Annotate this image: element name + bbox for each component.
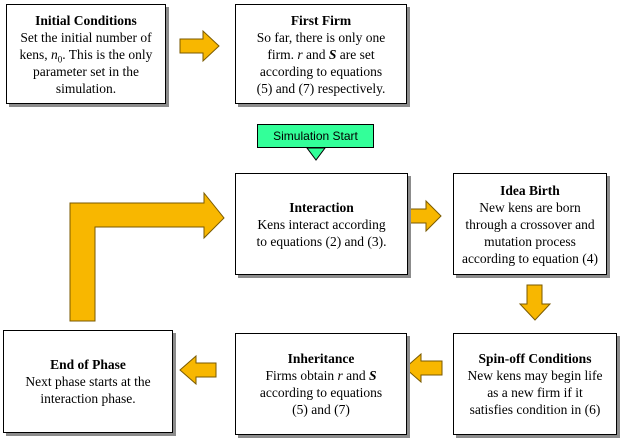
box-text: Kens interact according xyxy=(257,216,386,232)
arrow-left-icon xyxy=(179,354,217,386)
box-title: Interaction xyxy=(289,199,354,215)
box-text: New kens are born xyxy=(479,199,581,215)
box-text: mutation process xyxy=(484,233,576,249)
down-triangle-icon xyxy=(306,147,326,161)
arrow-right-icon xyxy=(179,29,220,63)
box-text: according to equations xyxy=(259,63,383,79)
box-text: New kens may begin life xyxy=(467,368,603,383)
text-fragment: are set xyxy=(336,46,375,62)
box-text: parameter set in the xyxy=(32,63,140,79)
box-text: Firms obtain r and S xyxy=(265,367,376,384)
box-text: So far, there is only one xyxy=(256,29,386,45)
box-text: firm. r and S are set xyxy=(267,46,374,63)
box-text: (5) and (7) xyxy=(292,402,350,417)
s-variable: S xyxy=(328,46,337,62)
bent-arrow-icon xyxy=(69,191,225,322)
text-fragment: firm. xyxy=(267,46,298,62)
n-subscript: 0 xyxy=(57,54,63,65)
end-of-phase-box: End of Phase Next phase starts at the in… xyxy=(3,330,173,433)
initial-conditions-box: Initial Conditions Set the initial numbe… xyxy=(6,4,166,104)
box-text: interaction phase. xyxy=(40,391,136,406)
arrow-right-icon xyxy=(403,199,442,233)
text-fragment: Firms obtain xyxy=(265,368,338,383)
interaction-box: Interaction Kens interact according to e… xyxy=(235,173,408,275)
n-variable: n xyxy=(51,46,58,62)
box-title: Idea Birth xyxy=(500,182,560,198)
simulation-start-label: Simulation Start xyxy=(257,124,374,148)
box-text: to equations (2) and (3). xyxy=(256,233,387,249)
idea-birth-box: Idea Birth New kens are born through a c… xyxy=(453,173,607,275)
box-text: according to equations xyxy=(259,385,383,400)
box-text: as a new firm if it xyxy=(487,385,583,400)
first-firm-box: First Firm So far, there is only one fir… xyxy=(235,4,407,104)
r-variable: r xyxy=(337,368,343,383)
box-title: Inheritance xyxy=(287,351,355,366)
box-text: kens, n0. This is the only xyxy=(19,46,153,65)
box-text: through a crossover and xyxy=(465,216,595,232)
inheritance-box: Inheritance Firms obtain r and S accordi… xyxy=(235,333,407,435)
box-text: Set the initial number of xyxy=(20,29,152,45)
text-fragment: and xyxy=(302,46,329,62)
text-fragment: . This is the only xyxy=(62,46,153,62)
text-fragment: and xyxy=(342,368,369,383)
text-fragment: kens, xyxy=(19,46,52,62)
box-text: simulation. xyxy=(55,80,117,96)
box-text: according to equation (4) xyxy=(461,250,599,266)
spinoff-conditions-box: Spin-off Conditions New kens may begin l… xyxy=(453,333,617,435)
box-title: First Firm xyxy=(290,12,352,28)
box-text: satisfies condition in (6) xyxy=(469,402,601,417)
box-text: (5) and (7) respectively. xyxy=(256,80,386,96)
box-title: End of Phase xyxy=(50,357,126,372)
arrow-left-icon xyxy=(404,352,443,384)
r-variable: r xyxy=(297,46,303,62)
s-variable: S xyxy=(369,368,377,383)
box-title: Spin-off Conditions xyxy=(478,351,592,366)
box-text: Next phase starts at the xyxy=(25,374,151,389)
arrow-down-icon xyxy=(518,284,552,321)
box-title: Initial Conditions xyxy=(35,12,137,28)
